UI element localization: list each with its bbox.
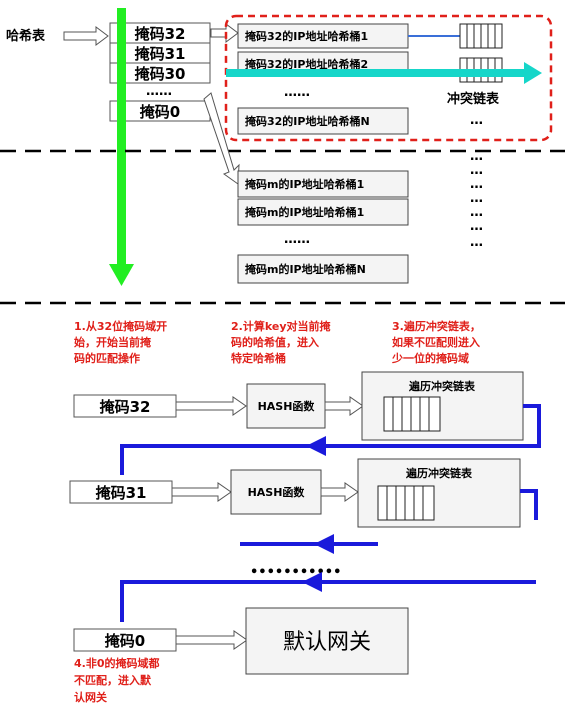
flow-to-row3 — [120, 580, 536, 622]
step4-line2: 不匹配，进入默 — [74, 673, 152, 687]
step4-line3: 认网关 — [74, 690, 107, 704]
vertical-dots-3: … — [470, 163, 483, 178]
row1-hash-label: HASH函数 — [258, 399, 316, 413]
bucketm-label-n: 掩码m的IP地址哈希桶N — [245, 262, 366, 276]
bucketm-box-n — [237, 254, 409, 284]
row1-hash-box — [246, 383, 326, 429]
bucket32-label-1: 掩码32的IP地址哈希桶1 — [245, 29, 368, 43]
row3-arrow — [175, 630, 248, 650]
bucketm-label-2: 掩码m的IP地址哈希桶1 — [245, 205, 364, 219]
row2-arrow-b — [320, 482, 359, 502]
cyan-arrow-shaft — [226, 69, 528, 77]
bucket32-box-n — [237, 107, 409, 135]
bucketm-label-1: 掩码m的IP地址哈希桶1 — [245, 177, 364, 191]
default-gateway-label: 默认网关 — [283, 630, 371, 655]
bucket32-box-1 — [237, 23, 409, 49]
row2-hash-label: HASH函数 — [248, 485, 306, 499]
row1-chain-cells — [383, 396, 441, 432]
step4-line1: 4.非0的掩码域都 — [74, 656, 160, 670]
mask-box-30 — [109, 62, 211, 84]
vertical-dots-5: … — [470, 191, 483, 206]
step1-line1: 1.从32位掩码域开 — [74, 319, 167, 333]
bucket32-dots: …… — [284, 85, 310, 100]
row1-arrow-a — [175, 396, 247, 416]
ellipsis-dots: ••••••••••• — [250, 565, 341, 580]
cyan-arrow-head — [524, 62, 542, 84]
step1-line3: 码的匹配操作 — [74, 351, 140, 365]
hash-table-label: 哈希表 — [6, 28, 46, 44]
bucket32-label-2: 掩码32的IP地址哈希桶2 — [245, 57, 368, 71]
green-arrow-shaft — [117, 8, 126, 266]
row2-arrow-a — [171, 482, 232, 502]
mask-label-30: 掩码30 — [135, 65, 186, 83]
vertical-dots-7: … — [470, 219, 483, 234]
mask32-label: 掩码32 — [100, 398, 151, 416]
bucketm-dots: …… — [284, 232, 310, 247]
mask-label-0: 掩码0 — [140, 103, 180, 121]
step1-line2: 始，开始当前掩 — [74, 335, 152, 349]
step2-line3: 特定哈希桶 — [231, 351, 286, 365]
vertical-dots-8: … — [470, 235, 483, 250]
step3-line2: 如果不匹配则进入 — [392, 335, 480, 349]
hash-table-arrow — [63, 26, 109, 46]
step2-line1: 2.计算key对当前掩 — [231, 319, 331, 333]
green-arrow-head — [109, 264, 134, 286]
vertical-dots-2: … — [470, 149, 483, 164]
bucket32-label-n: 掩码32的IP地址哈希桶N — [245, 114, 370, 128]
mask-label-32: 掩码32 — [135, 25, 186, 43]
arrow-mask32-to-bucket — [210, 23, 239, 43]
row2-hash-box — [230, 469, 322, 515]
default-gateway-box — [245, 607, 409, 675]
row1-arrow-b — [324, 396, 364, 416]
bucketm-box-1 — [237, 170, 409, 198]
flow-row2-down — [520, 489, 538, 520]
step2-line2: 码的哈希值，进入 — [231, 335, 319, 349]
mask31-label: 掩码31 — [96, 484, 147, 502]
flow-row1-to-row2 — [120, 404, 541, 475]
row2-chain-cells — [377, 485, 435, 521]
vertical-dots-4: … — [470, 177, 483, 192]
mask-dots: …… — [146, 84, 172, 99]
row2-traverse-label: 遍历冲突链表 — [405, 466, 473, 480]
mask-label-31: 掩码31 — [135, 45, 186, 63]
conflict-chain-label: 冲突链表 — [447, 91, 500, 107]
mask0-label: 掩码0 — [105, 632, 145, 650]
step3-line3: 少一位的掩码域 — [391, 351, 469, 365]
bucketm-box-2 — [237, 198, 409, 226]
red-dashed-region — [224, 14, 553, 142]
vertical-dots-1: … — [470, 113, 483, 128]
step3-line1: 3.遍历冲突链表， — [392, 319, 481, 333]
row1-traverse-label: 遍历冲突链表 — [408, 379, 476, 393]
vertical-dots-6: … — [470, 205, 483, 220]
conflict-chain-1 — [459, 23, 503, 49]
